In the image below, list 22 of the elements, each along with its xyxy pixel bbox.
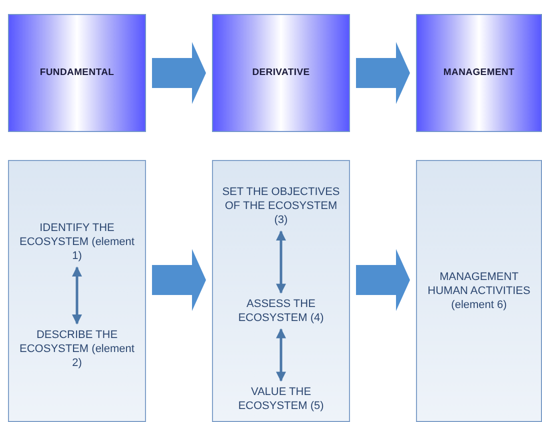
- step-panel: [416, 160, 542, 422]
- step-text: VALUE THE ECOSYSTEM (5): [237, 384, 325, 414]
- step-panel: [212, 160, 350, 422]
- stage-title: DERIVATIVE: [252, 66, 310, 80]
- double-arrow: [276, 328, 286, 382]
- stage-title: FUNDAMENTAL: [40, 66, 114, 80]
- step-text: MANAGEMENT HUMAN ACTIVITIES (element 6): [426, 270, 532, 312]
- step-text: IDENTIFY THE ECOSYSTEM (element 1): [18, 220, 136, 264]
- stage-box: [8, 14, 146, 132]
- block-arrow: [356, 249, 410, 311]
- block-arrow: [152, 42, 206, 104]
- block-arrow: [152, 249, 206, 311]
- step-text: SET THE OBJECTIVES OF THE ECOSYSTEM (3): [222, 184, 340, 228]
- block-arrow: [356, 42, 410, 104]
- stage-title: MANAGEMENT: [443, 66, 515, 80]
- step-text: ASSESS THE ECOSYSTEM (4): [237, 296, 325, 326]
- stage-box: [212, 14, 350, 132]
- step-text: DESCRIBE THE ECOSYSTEM (element 2): [18, 328, 136, 370]
- step-panel: [8, 160, 146, 422]
- stage-box: [416, 14, 542, 132]
- double-arrow: [276, 230, 286, 294]
- double-arrow: [72, 266, 82, 325]
